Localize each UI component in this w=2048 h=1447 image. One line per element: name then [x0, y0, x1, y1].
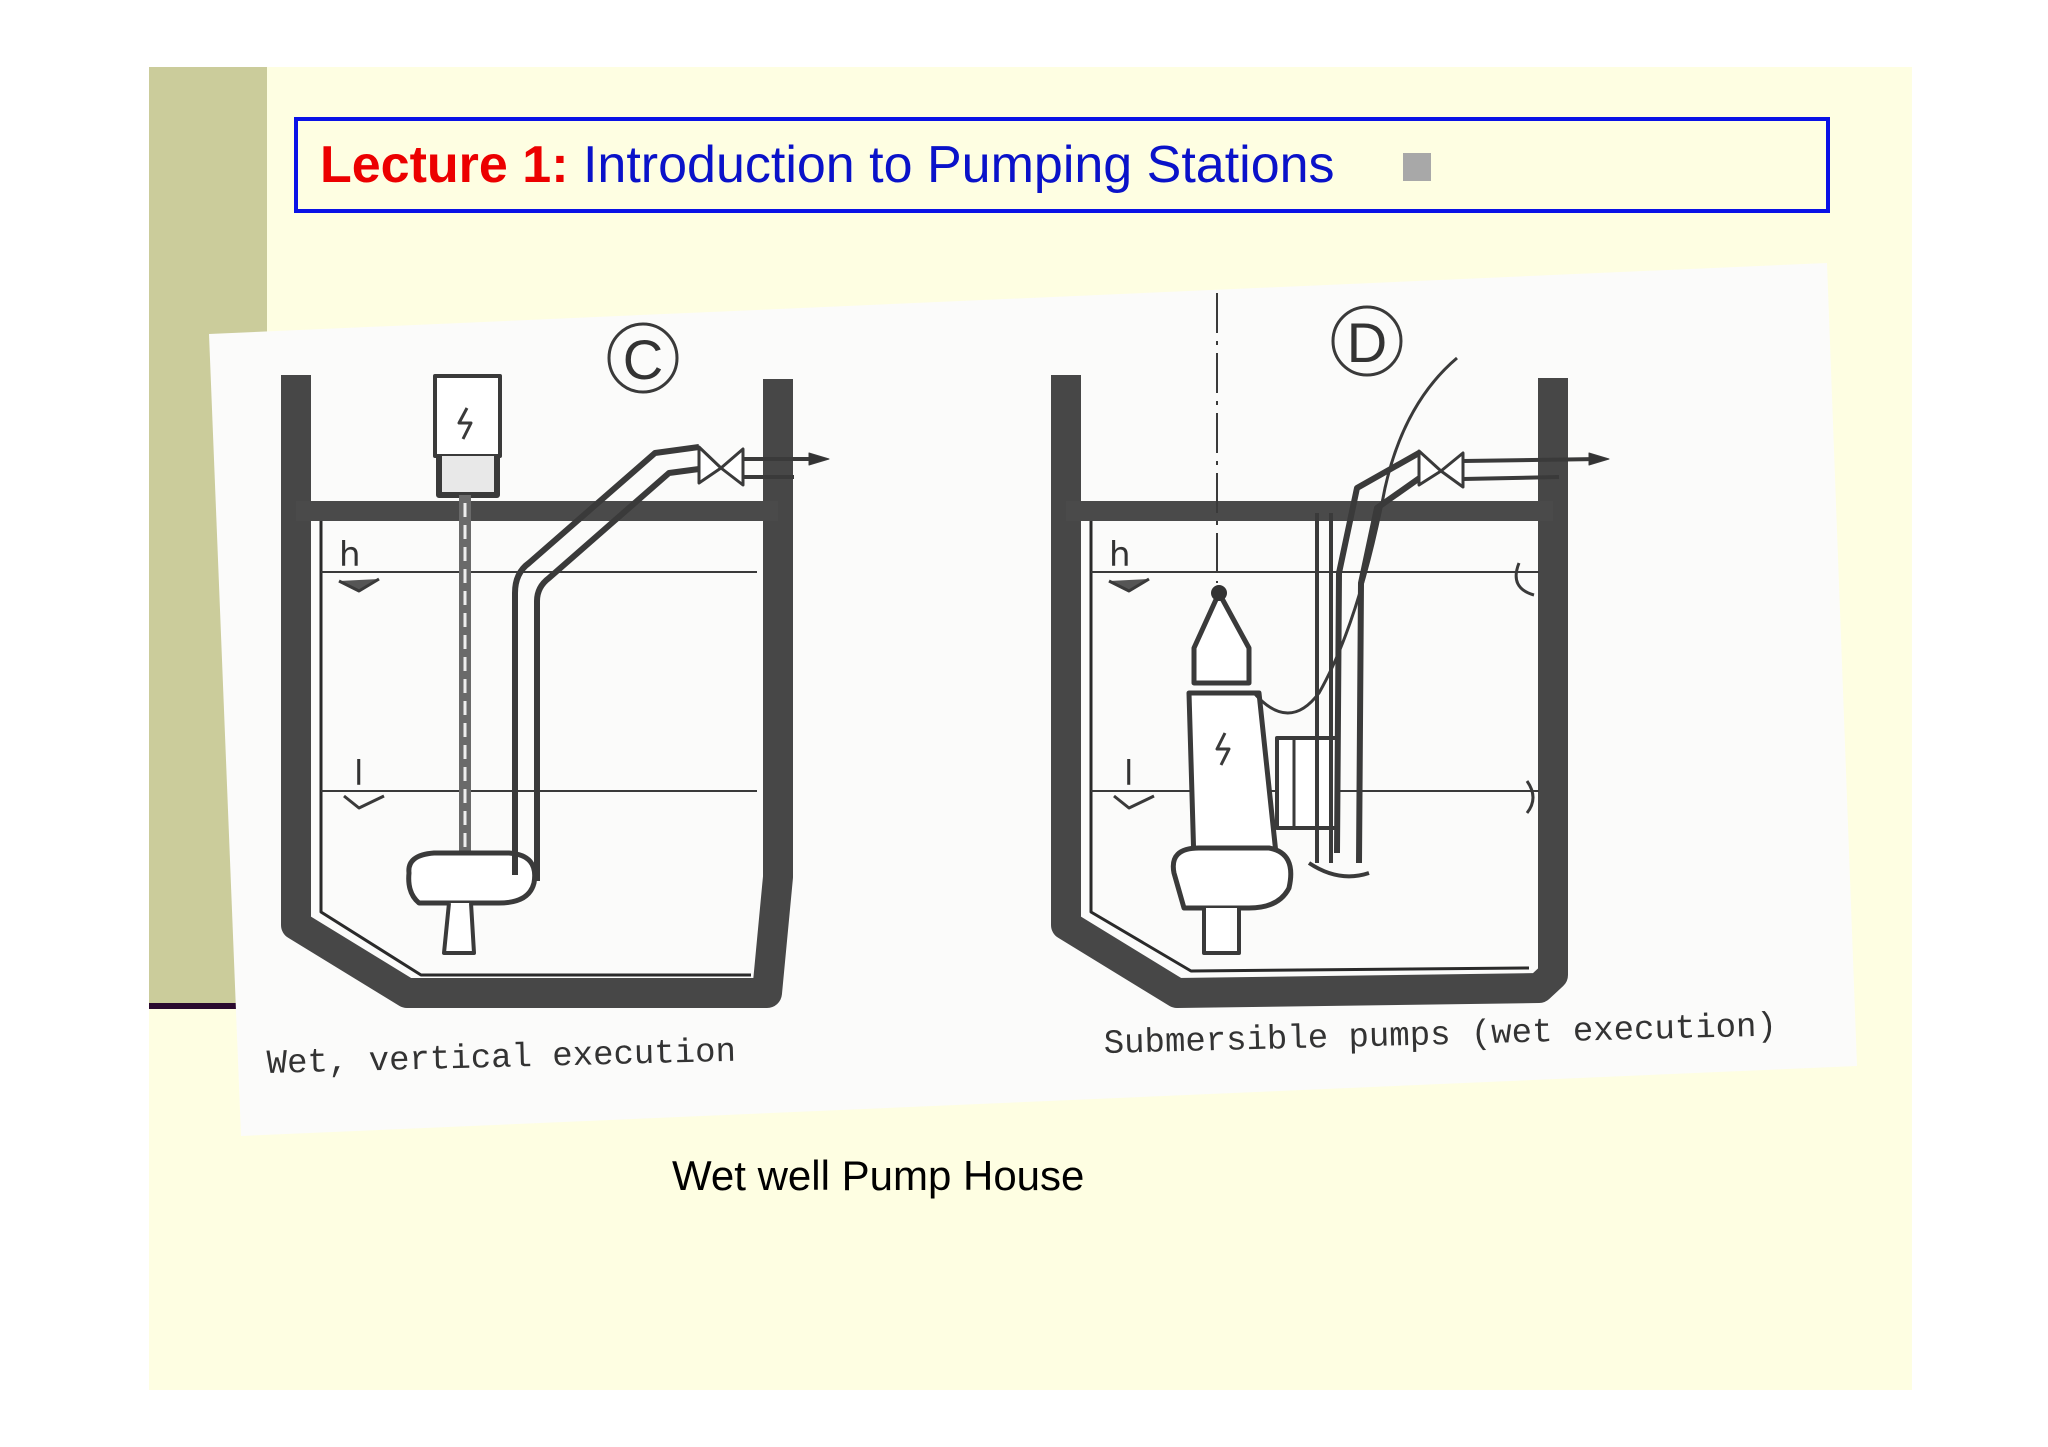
motor-c [433, 374, 502, 458]
label-d-circle [1331, 305, 1403, 377]
coupling-d [1275, 736, 1339, 830]
level-h-c: h [339, 535, 361, 575]
level-l-d: l [1124, 754, 1133, 794]
wet-well-c [281, 322, 830, 1008]
title-box: Lecture 1: Introduction to Pumping Stati… [294, 117, 1830, 213]
discharge-pipe-c [512, 444, 700, 875]
title-prefix: Lecture 1: [320, 136, 569, 194]
well-c-outline [281, 375, 793, 1008]
submersible-pump-d [1191, 590, 1252, 686]
well-d-slab [1066, 501, 1553, 521]
pump-station-figure: C h l [209, 263, 1857, 1136]
bullet-square-icon [1403, 153, 1431, 181]
pump-c [406, 850, 538, 906]
level-l-c: l [354, 754, 363, 794]
well-c-inner [319, 521, 751, 977]
valve-d [1417, 449, 1465, 489]
well-c-slab [296, 501, 778, 521]
label-c-circle [607, 322, 679, 394]
wet-well-d [1051, 293, 1610, 1008]
well-d-inner [1089, 521, 1530, 973]
label-d: D [1347, 311, 1387, 374]
title-main: Introduction to Pumping Stations [582, 136, 1335, 194]
slide-caption: Wet well Pump House [672, 1152, 1085, 1199]
sidebar-divider [149, 1003, 249, 1009]
label-c: C [623, 328, 663, 391]
well-d-outline [1051, 375, 1568, 1008]
level-h-d: h [1109, 535, 1131, 575]
power-cable-d [1252, 356, 1458, 715]
slide-title: Lecture 1: Introduction to Pumping Stati… [320, 135, 1335, 195]
valve-c [697, 445, 745, 487]
